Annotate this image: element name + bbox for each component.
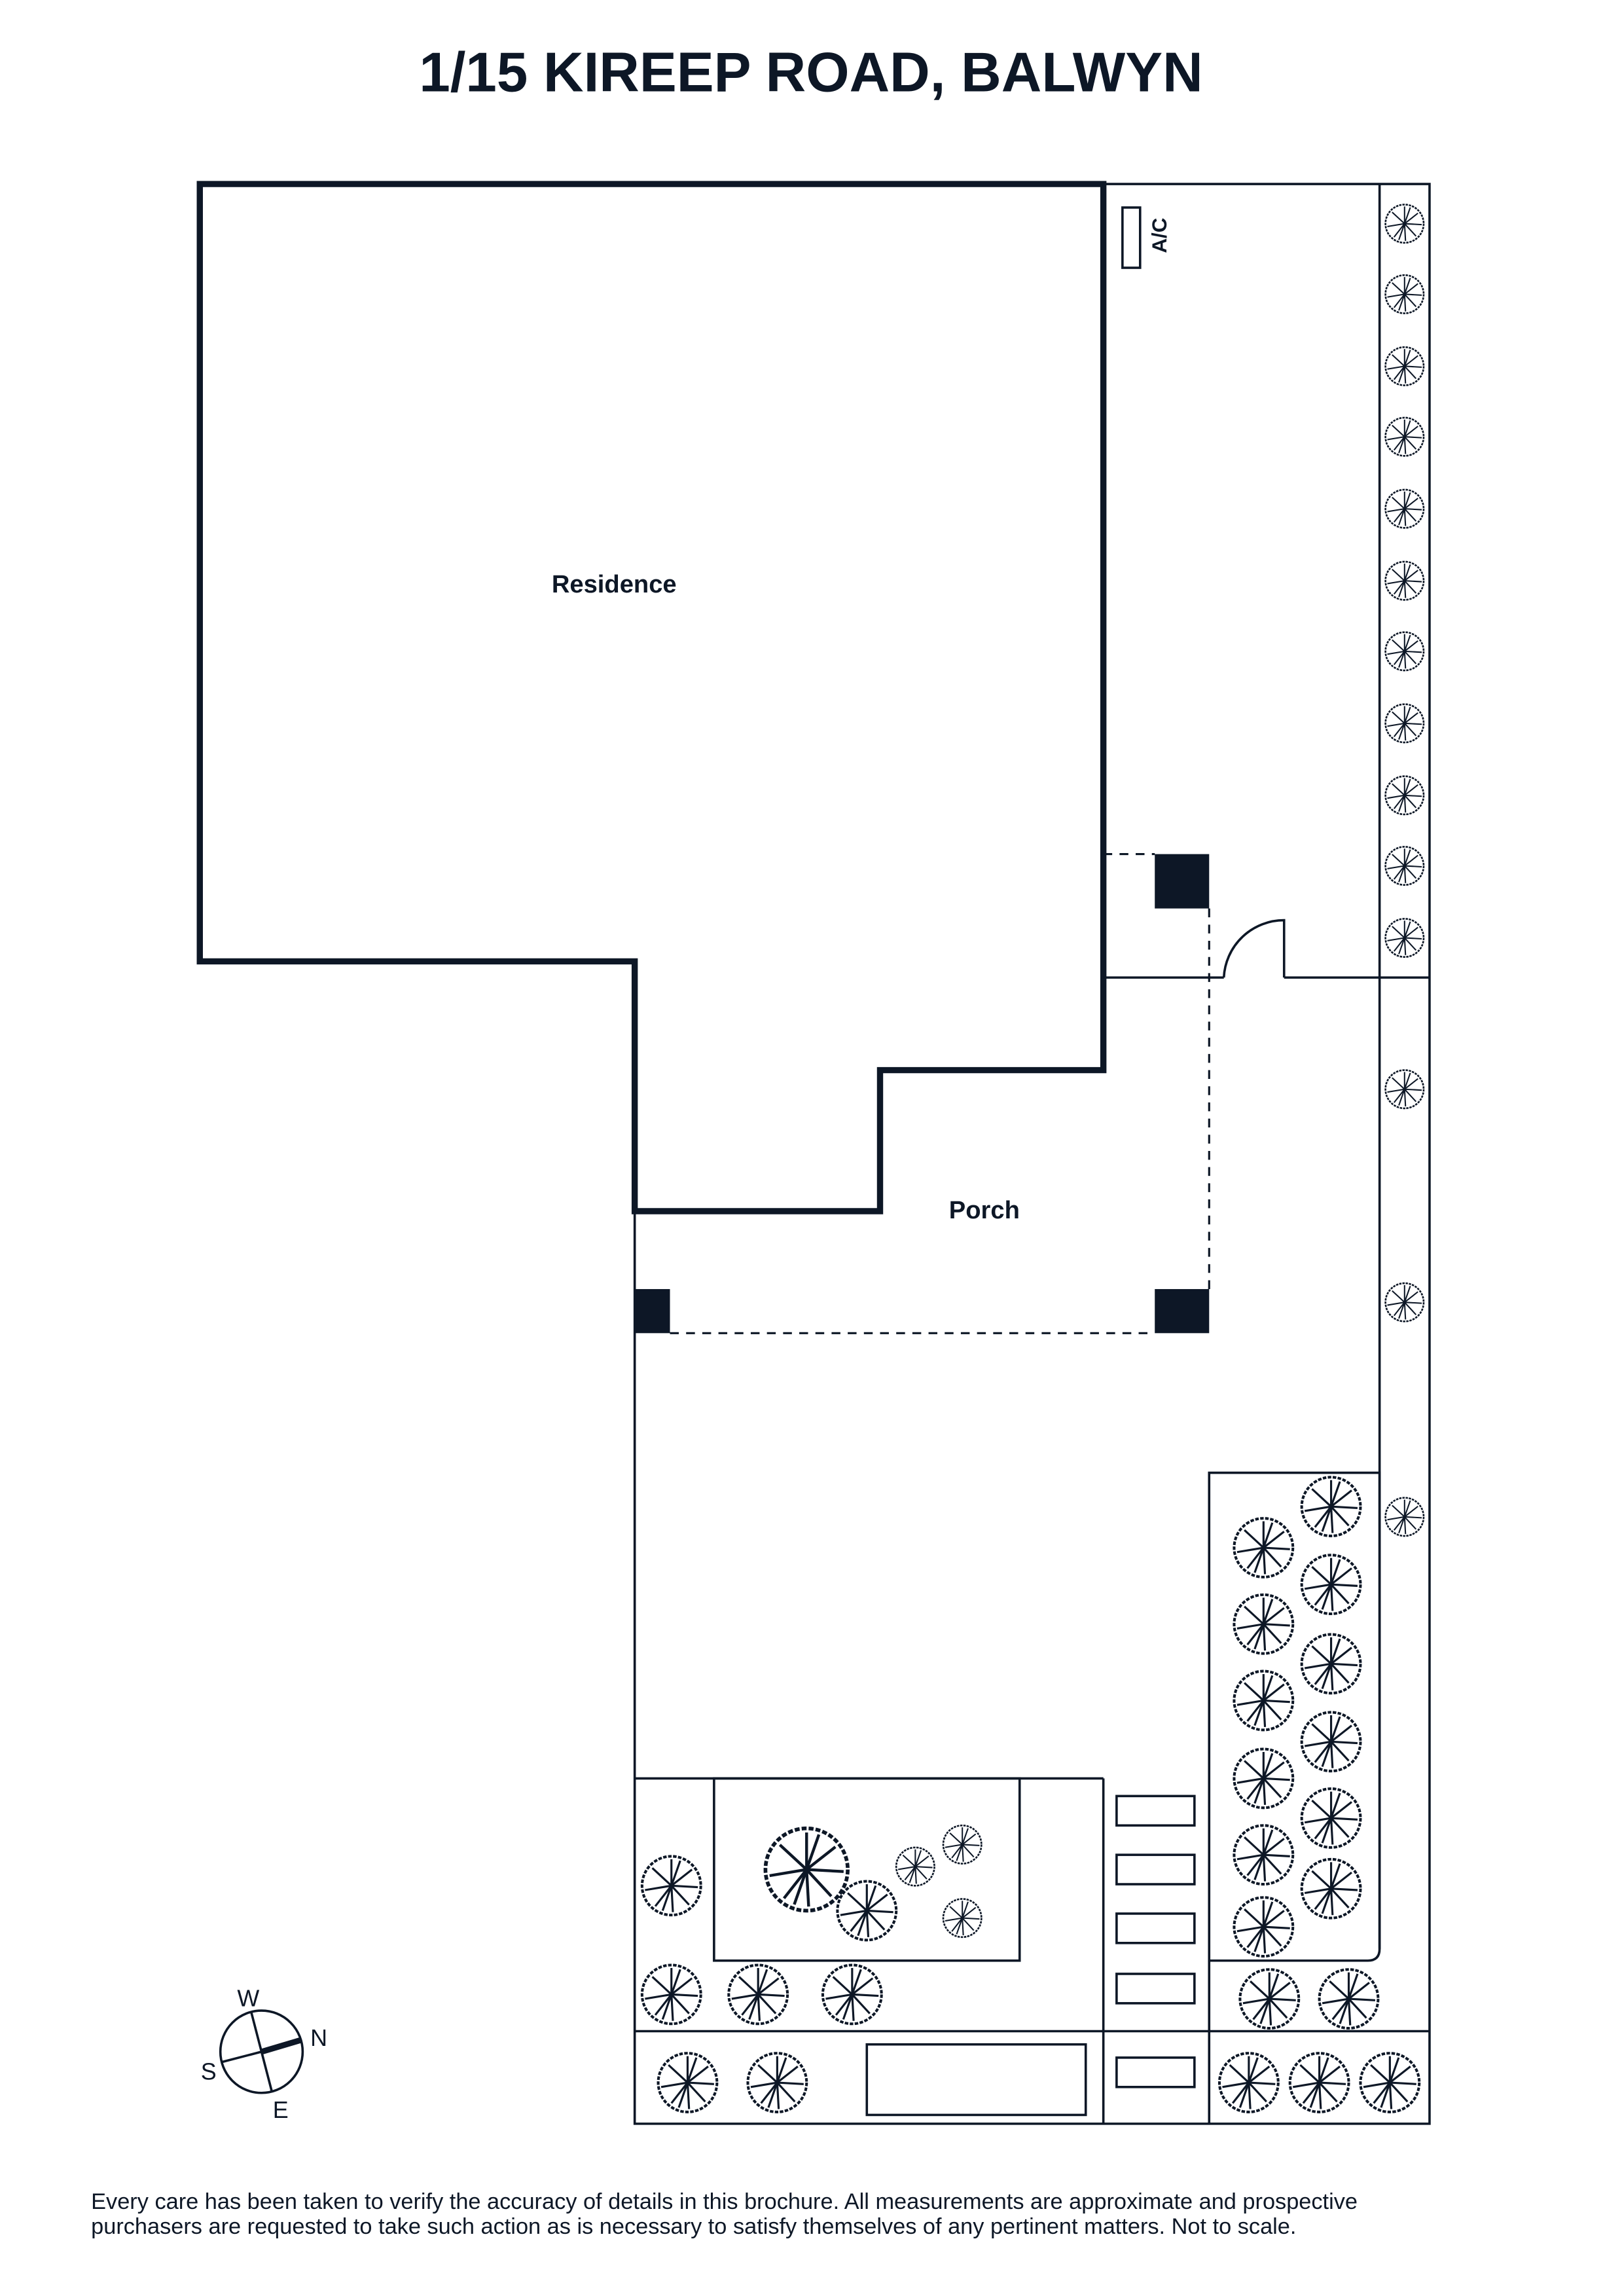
disclaimer-line-2: purchasers are requested to take such ac…	[91, 2214, 1296, 2239]
residence-outline	[196, 181, 1107, 1214]
pillar	[1155, 1288, 1210, 1334]
ac-label: A/C	[1148, 218, 1171, 253]
pillar	[634, 1288, 670, 1334]
page-title: 1/15 KIREEP ROAD, BALWYN	[419, 42, 1202, 104]
trees	[642, 204, 1425, 2111]
residence-label: Residence	[552, 570, 677, 598]
compass-icon	[219, 2009, 304, 2094]
compass-east: E	[273, 2096, 289, 2123]
porch	[634, 853, 1210, 1334]
pillar	[1155, 854, 1210, 909]
lot-boundary	[633, 183, 1431, 2125]
disclaimer-line-1: Every care has been taken to verify the …	[91, 2189, 1358, 2214]
door-swing	[1222, 919, 1286, 978]
compass-north: N	[310, 2024, 327, 2051]
ac-unit	[1121, 206, 1142, 269]
compass-west: W	[237, 1984, 259, 2011]
compass-south: S	[201, 2058, 217, 2085]
porch-label: Porch	[949, 1196, 1020, 1224]
